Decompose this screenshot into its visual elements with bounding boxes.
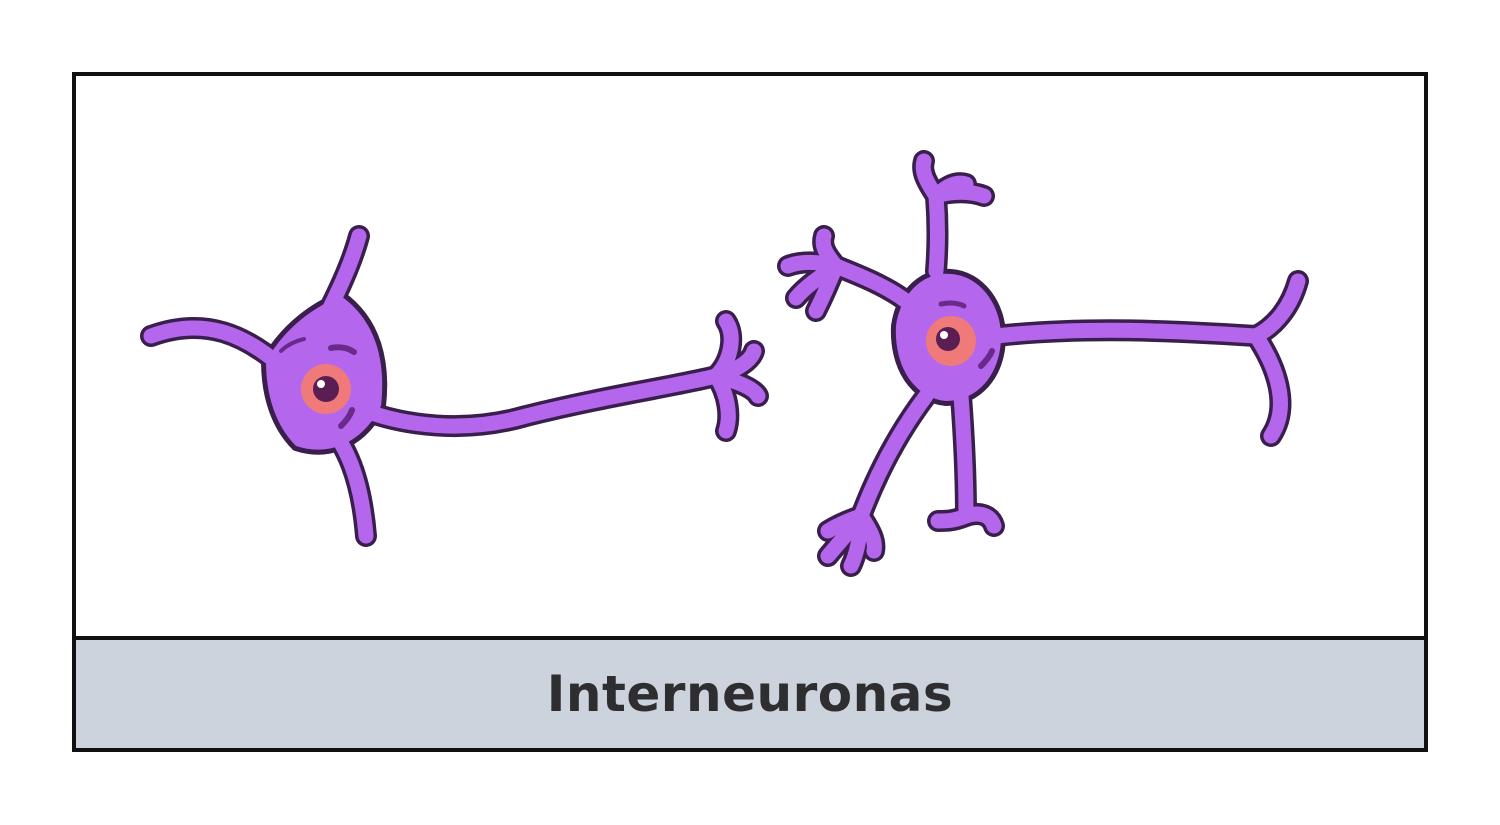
neuron-right	[777, 150, 1309, 577]
neuron-left	[140, 225, 769, 547]
caption-title: Interneuronas	[546, 665, 954, 723]
caption-bar: Interneuronas	[76, 636, 1424, 748]
interneuron-illustration	[76, 76, 1424, 636]
figure-card: Interneuronas	[72, 72, 1428, 752]
